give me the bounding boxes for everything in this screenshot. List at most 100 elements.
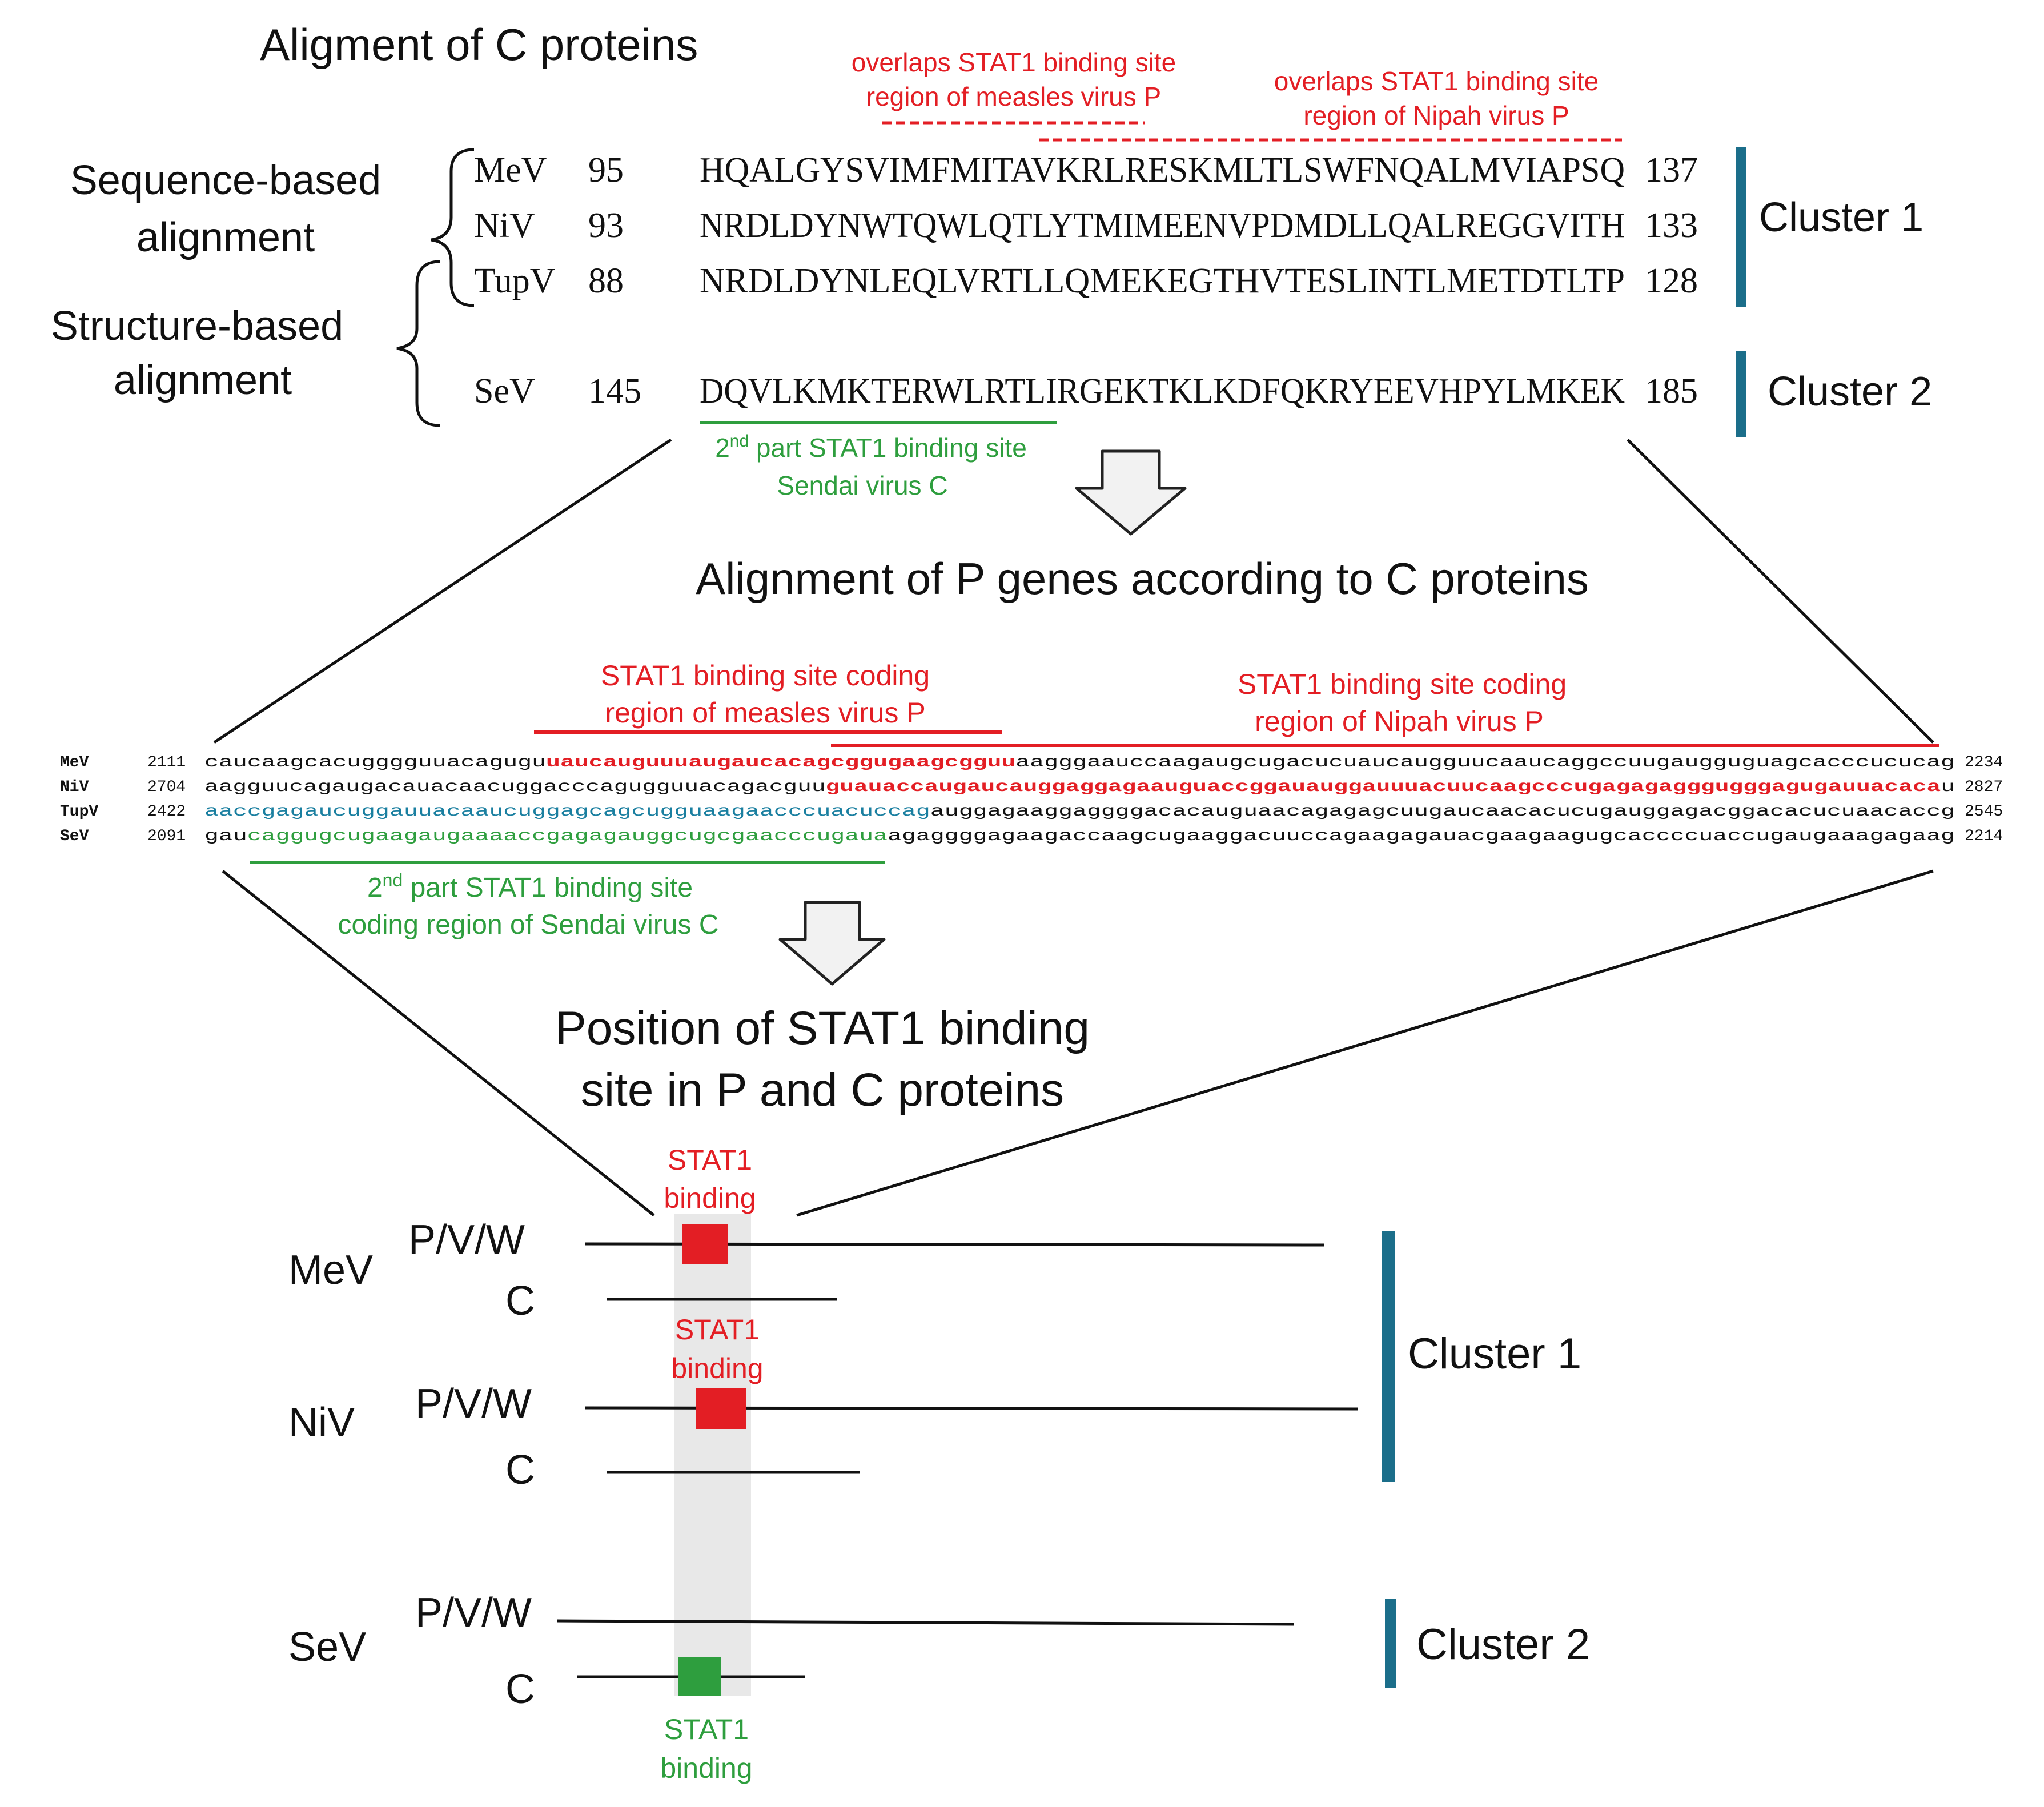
nt-row-niv-start: 2704 bbox=[147, 778, 186, 796]
cluster1-label-top: Cluster 1 bbox=[1759, 195, 1923, 240]
mev-pvw-stat1-box bbox=[682, 1224, 728, 1264]
row-sev-seq: DQVLKMKTERWLRTLIRGEKTKLKDFQKRYEEVHPYLMKE… bbox=[700, 372, 1625, 411]
cluster2-label-top: Cluster 2 bbox=[1768, 369, 1932, 415]
row-niv-start: 93 bbox=[588, 206, 624, 245]
label-structure-based-line1: Structure-based bbox=[51, 303, 343, 349]
mev-c-label: C bbox=[505, 1278, 535, 1324]
row-niv-virus: NiV bbox=[474, 206, 535, 245]
nt-row-niv-sequence: aagguucagaugacauacaacuggacccagugguuacaga… bbox=[204, 778, 1955, 796]
nt-row-tupv-start: 2422 bbox=[147, 803, 186, 821]
row-mev-seq: HQALGYSVIMFMITAVKRLRESKMLTLSWFNQALMVIAPS… bbox=[700, 151, 1625, 190]
niv-stat1-label-line2: binding bbox=[671, 1352, 763, 1384]
cluster2-bar-bottom bbox=[1385, 1599, 1396, 1688]
nt-segment-text: aagggaauccaagaugcugacucuaucaugguucaaucag… bbox=[1015, 754, 1955, 772]
row-tupv-virus: TupV bbox=[474, 262, 556, 300]
niv-pvw-label: P/V/W bbox=[415, 1381, 532, 1427]
down-arrow-1 bbox=[1075, 449, 1187, 536]
zoom-line-left-1 bbox=[213, 438, 672, 744]
row-tupv-seq: NRDLDYNLEQLVRTLLQMEKEGTHVTESLINTLMETDTLT… bbox=[700, 262, 1625, 300]
sendai-p-annot-post: part STAT1 binding site bbox=[403, 873, 693, 903]
sendai-p-annot-line2: coding region of Sendai virus C bbox=[338, 910, 718, 940]
nt-row-niv-end: 2827 bbox=[1965, 778, 2003, 796]
nt-segment-text: agaggggagaagaccaagcugaaggacuuccagaagagau… bbox=[888, 828, 1955, 845]
stat1-position-band bbox=[674, 1214, 751, 1696]
row-sev-virus: SeV bbox=[474, 372, 535, 411]
sev-c-stat1-box bbox=[678, 1657, 721, 1696]
nt-segment-red: uaucauguuuaugaucacagcggugaagcgguu bbox=[546, 754, 1015, 772]
section3-title-line2: site in P and C proteins bbox=[581, 1064, 1064, 1116]
sev-stat1-label-line1: STAT1 bbox=[664, 1713, 749, 1745]
annot-measles-overlap-line2: region of measles virus P bbox=[866, 82, 1161, 111]
sendai-c-annot-line1: 2nd part STAT1 binding site bbox=[715, 432, 1027, 463]
nt-segment-red: guauaccaugaucauggaggagaauguaccggauauggau… bbox=[826, 778, 1941, 796]
annot-nipah-coding-line1: STAT1 binding site coding bbox=[1238, 668, 1567, 700]
annot-measles-overlap-line1: overlaps STAT1 binding site bbox=[852, 47, 1176, 77]
nt-row-tupv-end: 2545 bbox=[1965, 803, 2003, 821]
sev-pvw-label: P/V/W bbox=[415, 1590, 532, 1636]
sev-pvw-line bbox=[556, 1619, 1294, 1626]
label-sequence-based-line1: Sequence-based bbox=[70, 158, 381, 203]
annot-nipah-coding-line2: region of Nipah virus P bbox=[1255, 705, 1544, 737]
zoom-line-left-2 bbox=[222, 870, 655, 1216]
section3-title-line1: Position of STAT1 binding bbox=[555, 1002, 1090, 1054]
mev-pvw-label: P/V/W bbox=[408, 1217, 525, 1263]
c-protein-alignment: MeV 95 HQALGYSVIMFMITAVKRLRESKMLTLSWFNQA… bbox=[474, 151, 1698, 411]
sequence-brace bbox=[431, 148, 475, 307]
nt-row-niv-virus: NiV bbox=[60, 778, 89, 796]
sev-c-label: C bbox=[505, 1667, 535, 1712]
section2-title: Alignment of P genes according to C prot… bbox=[696, 553, 1589, 604]
row-tupv-end: 128 bbox=[1645, 262, 1698, 300]
annot-nipah-overlap-line2: region of Nipah virus P bbox=[1303, 101, 1569, 130]
nt-row-sev-end: 2214 bbox=[1965, 828, 2003, 845]
cluster1-label-bottom: Cluster 1 bbox=[1408, 1330, 1581, 1378]
niv-virus-label: NiV bbox=[288, 1400, 355, 1445]
row-mev-start: 95 bbox=[588, 151, 624, 190]
annot-measles-coding-line1: STAT1 binding site coding bbox=[601, 660, 930, 692]
nt-row-tupv-sequence: aaccgagaucuggauuacaaucuggagcagcugguaagaa… bbox=[204, 803, 1955, 821]
nt-segment-teal: aaccgagaucuggauuacaaucuggagcagcugguaagaa… bbox=[204, 803, 930, 821]
sendai-p-annot-line1: 2nd part STAT1 binding site bbox=[367, 870, 693, 903]
nt-segment-green: caggugcugaagaugaaaaccgagagauggcugcgaaccc… bbox=[247, 828, 888, 845]
label-structure-based-line2: alignment bbox=[114, 358, 292, 403]
nt-row-tupv-virus: TupV bbox=[60, 803, 98, 821]
down-arrow-2 bbox=[778, 901, 886, 986]
annot-nipah-overlap-line1: overlaps STAT1 binding site bbox=[1274, 66, 1599, 96]
row-sev-end: 185 bbox=[1645, 372, 1698, 411]
niv-pvw-stat1-box bbox=[696, 1388, 746, 1429]
nt-row-mev-start: 2111 bbox=[147, 754, 186, 772]
mev-stat1-label-line2: binding bbox=[664, 1182, 756, 1214]
row-mev-virus: MeV bbox=[474, 151, 547, 190]
nt-segment-text: auggagaaggaggggacacauguaacagagagcuugauca… bbox=[930, 803, 1955, 821]
row-sev-start: 145 bbox=[588, 372, 641, 411]
section1-title: Aligment of C proteins bbox=[260, 19, 698, 70]
annot-measles-coding-line2: region of measles virus P bbox=[605, 697, 925, 729]
sendai-p-annot-sup: nd bbox=[383, 870, 403, 890]
nt-segment-text: aagguucagaugacauacaacuggacccagugguuacaga… bbox=[204, 778, 826, 796]
nt-row-sev-start: 2091 bbox=[147, 828, 186, 845]
mev-stat1-label-line1: STAT1 bbox=[668, 1144, 752, 1176]
mev-virus-label: MeV bbox=[288, 1247, 373, 1293]
niv-stat1-label-line1: STAT1 bbox=[675, 1314, 760, 1346]
sev-virus-label: SeV bbox=[288, 1624, 366, 1670]
cluster1-bar-top bbox=[1736, 147, 1746, 307]
row-niv-seq: NRDLDYNWTQWLQTLYTMIMEENVPDMDLLQALREGGVIT… bbox=[700, 206, 1625, 245]
nt-segment-text: u bbox=[1941, 778, 1955, 796]
sendai-c-annot-sup: nd bbox=[730, 432, 749, 451]
sendai-c-annot-post: part STAT1 binding site bbox=[749, 433, 1027, 463]
niv-c-label: C bbox=[505, 1447, 535, 1493]
sendai-p-annot-pre: 2 bbox=[367, 873, 383, 903]
zoom-line-right-1 bbox=[1627, 439, 1934, 744]
cluster2-bar-top bbox=[1736, 351, 1746, 437]
sendai-c-annot-line2: Sendai virus C bbox=[777, 471, 947, 500]
nt-row-mev-end: 2234 bbox=[1965, 754, 2003, 772]
nt-segment-text: caucaagcacugggguuacagugu bbox=[204, 754, 546, 772]
row-niv-end: 133 bbox=[1645, 206, 1698, 245]
nt-row-mev-virus: MeV bbox=[60, 754, 89, 772]
row-tupv-start: 88 bbox=[588, 262, 624, 300]
sev-stat1-label-line2: binding bbox=[660, 1752, 752, 1784]
cluster2-label-bottom: Cluster 2 bbox=[1416, 1620, 1590, 1669]
